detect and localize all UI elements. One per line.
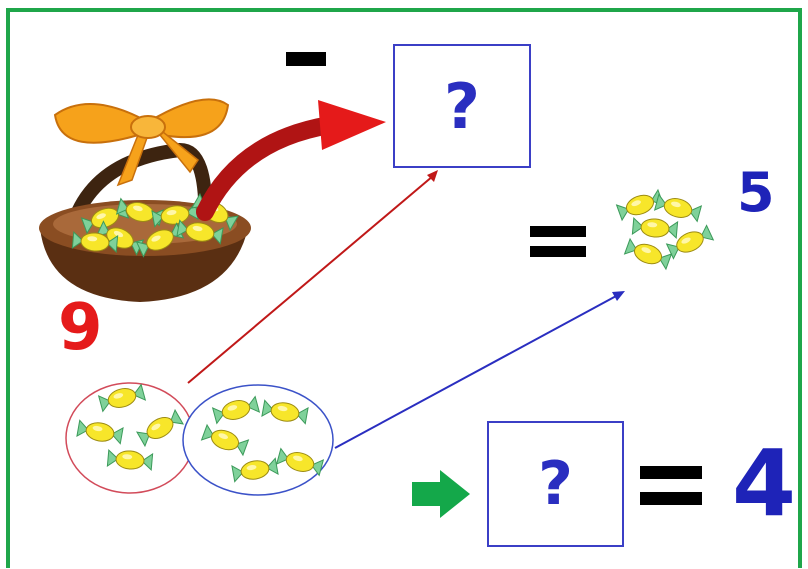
total-number: 9 — [58, 291, 103, 365]
equals-bottom-bar2 — [640, 492, 702, 505]
minus-sign — [286, 52, 326, 66]
unknown-bottom-mark: ? — [538, 449, 573, 519]
page-frame — [6, 8, 802, 568]
red-thin-arrow — [187, 170, 438, 384]
red-candy-group — [65, 382, 195, 494]
bow-icon — [53, 98, 230, 187]
blue-candy-group — [182, 384, 334, 496]
unknown-top-mark: ? — [444, 69, 480, 143]
unknown-box-top: ? — [393, 44, 531, 168]
green-right-arrow-icon — [412, 470, 470, 518]
equals-top-bar1 — [530, 226, 586, 237]
candy-pile-icon — [615, 188, 715, 271]
unknown-box-bottom: ? — [487, 421, 624, 547]
blue-thin-arrow — [334, 291, 625, 449]
equals-top-bar2 — [530, 246, 586, 257]
answer-number: 4 — [732, 430, 797, 537]
equals-bottom-bar1 — [640, 466, 702, 479]
part-result-number: 5 — [737, 161, 775, 224]
red-curved-arrow — [196, 100, 386, 221]
